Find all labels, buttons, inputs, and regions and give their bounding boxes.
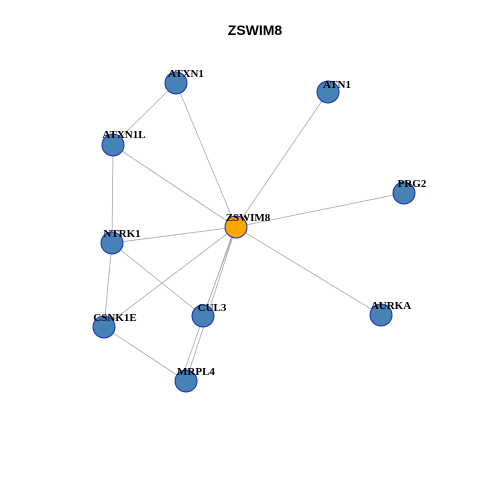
node-label-ntrk1: NTRK1 bbox=[103, 228, 140, 240]
node-aurka: AURKA bbox=[369, 300, 411, 327]
edge-zswim8-aurka bbox=[235, 226, 382, 316]
edge-zswim8-mrpl4 bbox=[180, 226, 236, 380]
node-atxn1: ATXN1 bbox=[164, 68, 204, 95]
node-circle-atxn1l bbox=[101, 133, 125, 157]
node-circle-mrpl4 bbox=[174, 369, 198, 393]
node-label-atxn1l: ATXN1L bbox=[102, 129, 145, 141]
node-circle-cul3 bbox=[191, 304, 215, 328]
node-label-mrpl4: MRPL4 bbox=[177, 366, 215, 378]
edge-zswim8-prg2 bbox=[235, 192, 405, 228]
node-label-aurka: AURKA bbox=[371, 300, 411, 312]
node-prg2: PRG2 bbox=[392, 178, 427, 205]
node-label-zswim8: ZSWIM8 bbox=[226, 212, 271, 224]
edge-layer bbox=[103, 82, 405, 382]
node-atn1: ATN1 bbox=[316, 79, 351, 104]
node-cul3: CUL3 bbox=[191, 302, 227, 328]
node-zswim8: ZSWIM8 bbox=[224, 212, 271, 239]
node-label-prg2: PRG2 bbox=[398, 178, 427, 190]
node-csnk1e: CSNK1E bbox=[92, 312, 137, 339]
edge-zswim8-atxn1l bbox=[112, 144, 237, 228]
node-circle-atxn1 bbox=[164, 71, 188, 95]
node-label-atxn1: ATXN1 bbox=[168, 68, 204, 80]
node-atxn1l: ATXN1L bbox=[101, 129, 146, 157]
node-label-cul3: CUL3 bbox=[198, 302, 227, 314]
edge-zswim8-mrpl4 bbox=[185, 226, 237, 382]
node-ntrk1: NTRK1 bbox=[100, 228, 141, 255]
node-circle-zswim8 bbox=[224, 215, 248, 239]
edge-zswim8-ntrk1 bbox=[111, 226, 237, 244]
edge-ntrk1-csnk1e bbox=[103, 242, 113, 328]
node-circle-csnk1e bbox=[92, 315, 116, 339]
node-label-atn1: ATN1 bbox=[323, 79, 351, 91]
node-circle-ntrk1 bbox=[100, 231, 124, 255]
node-circle-aurka bbox=[369, 303, 393, 327]
edge-atxn1-atxn1l bbox=[112, 82, 177, 146]
edge-zswim8-atxn1 bbox=[175, 82, 237, 228]
node-label-csnk1e: CSNK1E bbox=[93, 312, 136, 324]
diagram-title: ZSWIM8 bbox=[228, 22, 283, 38]
edge-ntrk1-cul3 bbox=[111, 242, 204, 317]
edge-atxn1l-ntrk1 bbox=[111, 144, 114, 244]
node-circle-prg2 bbox=[392, 181, 416, 205]
node-circle-atn1 bbox=[316, 80, 340, 104]
node-mrpl4: MRPL4 bbox=[174, 366, 215, 393]
edge-zswim8-csnk1e bbox=[103, 226, 237, 328]
edge-zswim8-atn1 bbox=[235, 91, 329, 228]
edge-csnk1e-mrpl4 bbox=[103, 326, 187, 382]
